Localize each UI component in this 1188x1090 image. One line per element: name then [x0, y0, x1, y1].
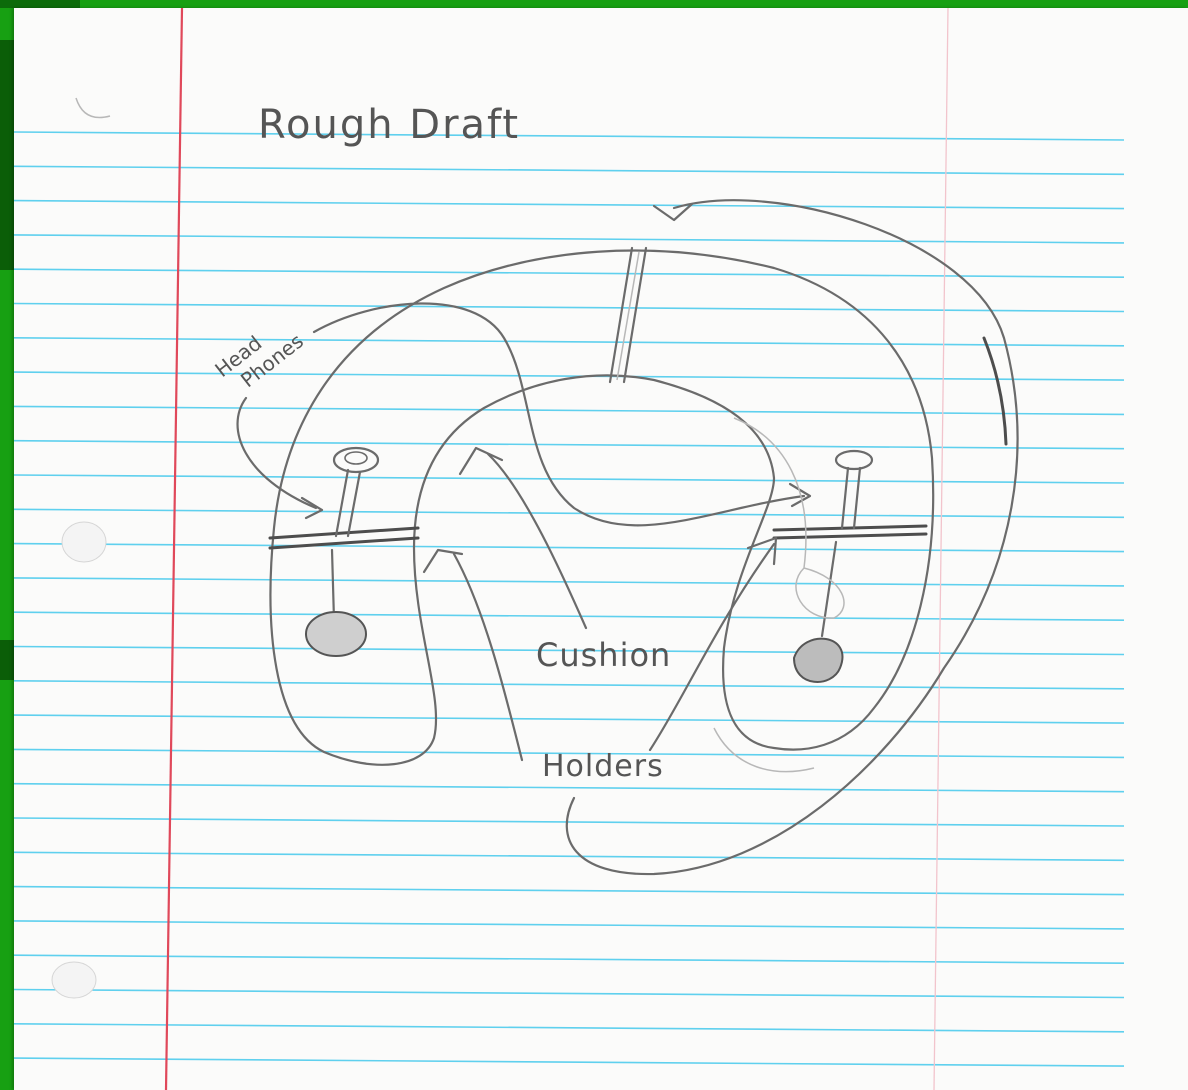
rule-line	[14, 1058, 1124, 1066]
rule-line	[14, 887, 1124, 895]
rule-line	[14, 441, 1124, 449]
margin-line	[166, 8, 182, 1090]
slide-corner-accent	[0, 0, 80, 8]
rule-line	[14, 921, 1124, 929]
sketch-canvas: Rough Draft Head Phones	[14, 8, 1188, 1090]
rule-line	[14, 578, 1124, 586]
rule-line	[14, 818, 1124, 826]
cushion-label: Cushion	[536, 636, 671, 674]
rule-line	[14, 1024, 1124, 1032]
rule-lines	[14, 132, 1124, 1066]
rule-line	[14, 852, 1124, 860]
headphones-arrow	[238, 398, 316, 508]
right-peg-head	[836, 451, 872, 469]
binder-hole-top	[76, 98, 110, 118]
left-holder-bar	[270, 528, 418, 548]
holders-label: Holders	[542, 749, 664, 784]
rule-line	[14, 715, 1124, 723]
rule-line	[14, 304, 1124, 312]
right-holder-bar	[774, 526, 926, 538]
notebook-paper: Rough Draft Head Phones	[14, 8, 1188, 1090]
holders-arrow-left	[454, 554, 522, 760]
headphones-arrowhead	[302, 498, 322, 518]
right-peg-weight	[794, 639, 842, 682]
rule-line	[14, 544, 1124, 552]
rule-line	[14, 509, 1124, 517]
right-peg-shaft	[842, 468, 860, 528]
rule-line	[14, 338, 1124, 346]
holder-outer-outline	[271, 251, 934, 765]
left-peg-weight	[306, 612, 366, 656]
rule-line	[14, 784, 1124, 792]
sketch-title: Rough Draft	[258, 102, 520, 148]
erased-sketch-lines	[714, 418, 844, 772]
headphones-cable	[314, 303, 804, 525]
left-peg-stem	[332, 550, 334, 620]
outer-curve-arrowhead	[654, 204, 692, 220]
left-peg-head-inner	[345, 452, 367, 464]
top-strap-right	[624, 248, 646, 382]
rule-line	[14, 201, 1124, 209]
headphones-label: Head Phones	[210, 310, 308, 401]
binder-hole-bottom	[52, 962, 96, 998]
cushion-arrow	[488, 454, 586, 628]
holders-arrowhead-left	[424, 550, 462, 572]
rule-line	[14, 475, 1124, 483]
rule-line	[14, 955, 1124, 963]
rule-line	[14, 235, 1124, 243]
binder-hole-middle	[62, 522, 106, 562]
right-peg-stem	[822, 542, 836, 636]
rule-line	[14, 681, 1124, 689]
outer-curve-dark-stroke	[984, 338, 1006, 444]
rule-line	[14, 990, 1124, 998]
rule-line	[14, 612, 1124, 620]
rule-line	[14, 406, 1124, 414]
left-peg-shaft	[336, 470, 360, 536]
